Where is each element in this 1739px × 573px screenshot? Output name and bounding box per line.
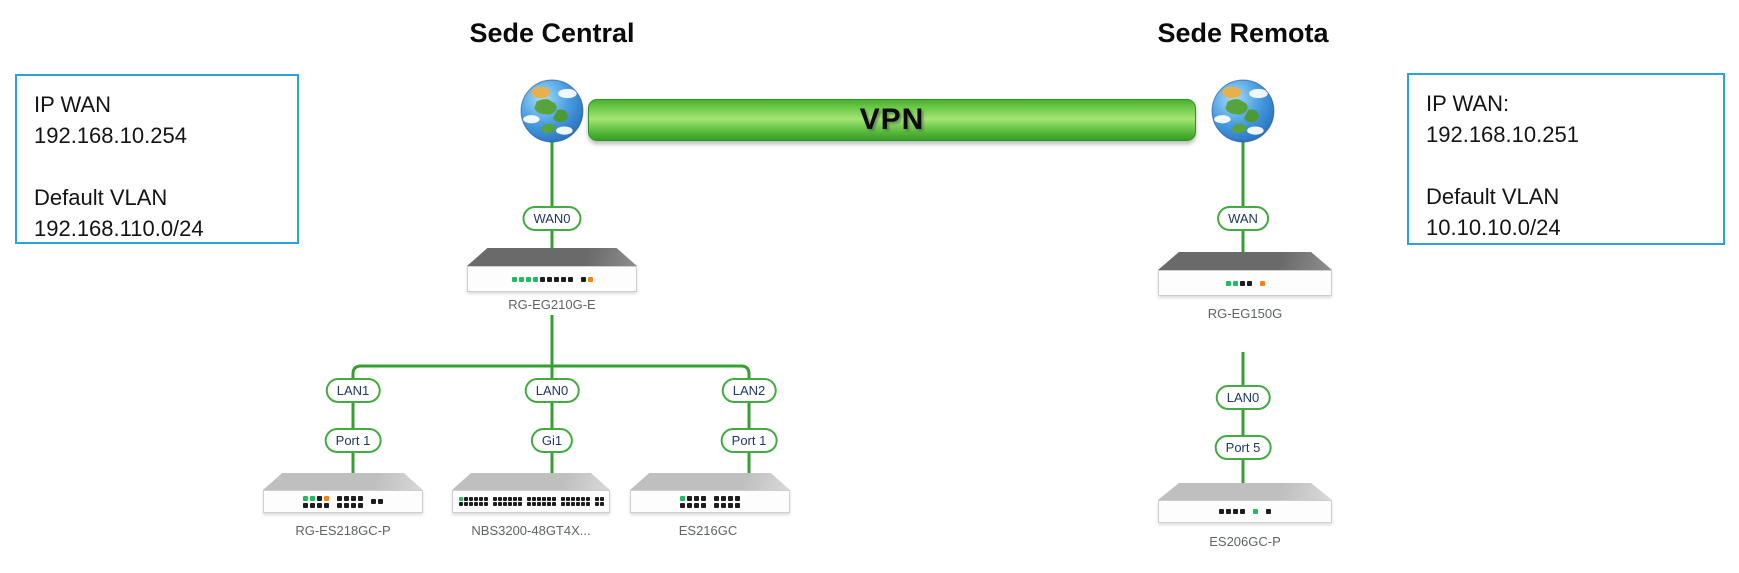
- port-pill-wan0: WAN0: [522, 206, 582, 231]
- led-indicators: [1219, 509, 1271, 514]
- info-line: IP WAN: [34, 92, 112, 117]
- internet-globe-icon-remote: [1210, 78, 1276, 144]
- port-pill-gi1: Gi1: [530, 428, 574, 453]
- vpn-label: VPN: [859, 103, 925, 136]
- device-label-es206gc-p: ES206GC-P: [1209, 534, 1281, 549]
- device-switch-nbs3200-48gt4x: [452, 473, 610, 513]
- info-line-spacer: [34, 151, 289, 182]
- device-chassis-top: [1158, 483, 1332, 500]
- info-line: 192.168.10.251: [1426, 122, 1579, 147]
- device-chassis-top: [467, 248, 637, 266]
- remote-wan-info-box: IP WAN: 192.168.10.251 Default VLAN 10.1…: [1407, 73, 1725, 245]
- info-line: Default VLAN: [34, 185, 168, 210]
- device-label-es216gc: ES216GC: [678, 523, 738, 538]
- device-chassis-top: [630, 473, 790, 490]
- site-title-remote: Sede Remota: [1157, 18, 1329, 48]
- site-title-central: Sede Central: [469, 18, 635, 48]
- globe-icon: [519, 78, 585, 144]
- central-wan-info-box: IP WAN 192.168.10.254 Default VLAN 192.1…: [15, 74, 299, 244]
- device-chassis-front: [467, 266, 637, 292]
- device-switch-rg-es218gc-p: [263, 473, 423, 513]
- device-chassis-front: [263, 490, 423, 513]
- led-indicators: [458, 497, 604, 506]
- led-indicators: [303, 495, 383, 508]
- vpn-tunnel-bar: VPN: [588, 99, 1196, 141]
- globe-icon: [1210, 78, 1276, 144]
- info-line: IP WAN:: [1426, 91, 1510, 116]
- device-chassis-front: [630, 490, 790, 513]
- port-pill-port1-left: Port 1: [324, 428, 382, 453]
- port-pill-lan0: LAN0: [524, 378, 580, 403]
- device-label-rg-eg150g: RG-EG150G: [1207, 306, 1283, 321]
- device-chassis-top: [263, 473, 423, 490]
- info-line-spacer: [1426, 150, 1715, 181]
- device-label-nbs3200-48gt4x: NBS3200-48GT4X...: [471, 523, 591, 538]
- port-pill-port5: Port 5: [1214, 435, 1272, 460]
- led-indicators: [680, 495, 740, 508]
- port-pill-lan2: LAN2: [721, 378, 777, 403]
- device-chassis-front: [1158, 270, 1332, 296]
- port-pill-port1-right: Port 1: [720, 428, 778, 453]
- device-chassis-front: [1158, 500, 1332, 523]
- device-label-rg-eg210g-e: RG-EG210G-E: [508, 297, 596, 312]
- info-line: 10.10.10.0/24: [1426, 215, 1561, 240]
- device-switch-es216gc: [630, 473, 790, 513]
- info-line: 192.168.10.254: [34, 123, 187, 148]
- device-router-rg-eg150g: [1158, 252, 1332, 296]
- led-indicators: [1225, 280, 1265, 286]
- device-chassis-top: [452, 473, 610, 490]
- device-switch-es206gc-p: [1158, 483, 1332, 523]
- device-router-rg-eg210g-e: [467, 248, 637, 292]
- led-indicators: [511, 276, 593, 282]
- port-pill-wan: WAN: [1217, 206, 1269, 231]
- info-line: 192.168.110.0/24: [34, 216, 204, 241]
- port-pill-remote-lan0: LAN0: [1215, 385, 1271, 410]
- port-pill-lan1: LAN1: [325, 378, 381, 403]
- info-line: Default VLAN: [1426, 184, 1560, 209]
- device-chassis-front: [452, 490, 610, 513]
- internet-globe-icon-central: [519, 78, 585, 144]
- device-label-rg-es218gc-p: RG-ES218GC-P: [295, 523, 391, 538]
- device-chassis-top: [1158, 252, 1332, 270]
